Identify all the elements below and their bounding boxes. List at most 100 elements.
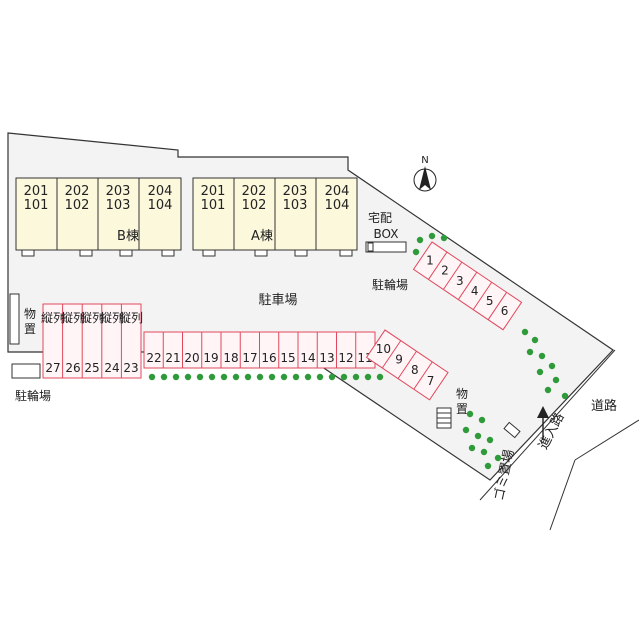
parking-number: 24 xyxy=(104,361,119,375)
tree-icon xyxy=(196,373,204,381)
entrance-arrow-icon xyxy=(537,406,549,418)
north-arrow-icon: N xyxy=(413,155,437,192)
tree-icon xyxy=(220,373,228,381)
unit-label: 204 xyxy=(325,184,350,199)
tree-icon xyxy=(160,373,168,381)
road-line-2 xyxy=(574,419,639,461)
parking-number: 26 xyxy=(65,361,80,375)
parking-number: 3 xyxy=(456,274,464,288)
storage-left-label-2: 置 xyxy=(24,322,36,336)
storage-left xyxy=(9,293,20,345)
tree-icon xyxy=(544,386,552,394)
tree-icon xyxy=(412,248,420,256)
parking-number: 12 xyxy=(338,351,353,365)
entrance-road-line xyxy=(479,349,616,501)
parking-number: 16 xyxy=(261,351,276,365)
unit-label: 102 xyxy=(65,198,90,213)
unit-label: 101 xyxy=(201,198,226,213)
tree-icon xyxy=(364,373,372,381)
tree-icon xyxy=(244,373,252,381)
tree-icon xyxy=(474,432,482,440)
unit-label: 101 xyxy=(24,198,49,213)
parking-lot-label: 駐車場 xyxy=(258,293,297,308)
tree-icon xyxy=(548,362,556,370)
tree-icon xyxy=(292,373,300,381)
tree-icon xyxy=(531,336,539,344)
parking-number: 25 xyxy=(84,361,99,375)
tree-icon xyxy=(561,392,569,400)
delivery-box-door xyxy=(367,242,374,252)
unit-label: 203 xyxy=(283,184,308,199)
unit-label: 202 xyxy=(242,184,267,199)
parking-number: 20 xyxy=(184,351,199,365)
building-b-label: B棟 xyxy=(117,229,139,244)
unit-label: 104 xyxy=(148,198,173,213)
parking-number: 27 xyxy=(45,361,60,375)
tree-icon xyxy=(536,368,544,376)
tree-icon xyxy=(552,376,560,384)
tree-icon xyxy=(416,236,424,244)
tree-icon xyxy=(316,373,324,381)
parking-number: 15 xyxy=(280,351,295,365)
tree-icon xyxy=(232,373,240,381)
unit-label: 102 xyxy=(242,198,267,213)
parking-number: 13 xyxy=(319,351,334,365)
tree-icon xyxy=(428,232,436,240)
parking-number: 4 xyxy=(471,284,479,298)
tree-icon xyxy=(526,348,534,356)
tree-icon xyxy=(172,373,180,381)
tree-icon xyxy=(328,373,336,381)
tandem-label: 縦列 xyxy=(61,311,85,325)
tree-icon xyxy=(256,373,264,381)
building-a-label: A棟 xyxy=(251,229,273,244)
tree-icon xyxy=(268,373,276,381)
parking-number: 2 xyxy=(441,264,449,278)
tree-icon xyxy=(184,373,192,381)
tree-icon xyxy=(480,448,488,456)
parking-number: 21 xyxy=(165,351,180,365)
delivery-box-label-2: BOX xyxy=(374,227,399,241)
delivery-box-label: 宅配 xyxy=(368,210,392,225)
tree-icon xyxy=(462,426,470,434)
parking-number: 18 xyxy=(223,351,238,365)
garbage-area xyxy=(503,421,521,439)
parking-row-bottom: 22 21 20 19 18 17 16 15 14 13 12 11 xyxy=(143,331,376,369)
parking-diagonal-bottom: 10 9 8 7 xyxy=(365,329,449,401)
building-b: 201 202 203 204 101 102 103 104 B棟 xyxy=(15,177,182,257)
tree-icon xyxy=(494,454,502,462)
tree-icon xyxy=(468,444,476,452)
delivery-box xyxy=(365,241,407,253)
parking-number: 7 xyxy=(427,374,435,388)
unit-label: 203 xyxy=(106,184,131,199)
parking-number: 10 xyxy=(376,342,391,356)
road-line xyxy=(549,459,576,531)
unit-label: 201 xyxy=(24,184,49,199)
north-label: N xyxy=(421,155,428,166)
tree-icon xyxy=(340,373,348,381)
parking-number: 1 xyxy=(426,254,434,268)
tree-icon xyxy=(280,373,288,381)
tree-icon xyxy=(484,462,492,470)
parking-number: 14 xyxy=(300,351,315,365)
tree-icon xyxy=(352,373,360,381)
storage-right: 物 置 xyxy=(436,387,468,429)
bike-parking-right-label: 駐輪場 xyxy=(372,277,408,292)
parking-number: 23 xyxy=(123,361,138,375)
unit-label: 103 xyxy=(283,198,308,213)
tree-icon xyxy=(148,373,156,381)
tree-icon xyxy=(440,234,448,242)
tree-icon xyxy=(376,373,384,381)
tandem-label: 縦列 xyxy=(41,311,65,325)
tandem-label: 縦列 xyxy=(80,311,104,325)
tree-icon xyxy=(466,410,474,418)
parking-number: 17 xyxy=(242,351,257,365)
parking-number: 6 xyxy=(501,304,509,318)
tree-icon xyxy=(478,416,486,424)
parking-number: 9 xyxy=(395,353,403,367)
parking-number: 8 xyxy=(411,363,419,377)
trees xyxy=(148,232,569,470)
tandem-parking: 縦列 縦列 縦列 縦列 縦列 27 26 25 24 23 xyxy=(41,303,143,379)
unit-label: 103 xyxy=(106,198,131,213)
tandem-label: 縦列 xyxy=(100,311,124,325)
